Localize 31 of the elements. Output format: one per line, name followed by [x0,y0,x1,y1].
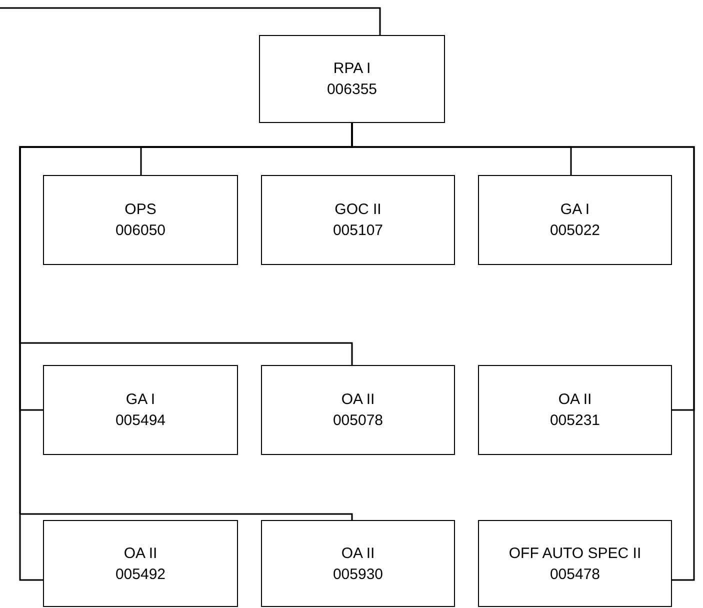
position-number: 005078 [332,411,384,431]
position-title: OFF AUTO SPEC II [508,544,642,564]
position-box [261,175,455,265]
position-box [261,365,455,455]
position-box [478,175,672,265]
position-title: RPA I [333,59,371,79]
position-number: 006355 [326,80,378,100]
position-box [43,175,238,265]
connector-line [0,7,381,35]
position-number: 005930 [332,564,384,584]
position-box [478,520,672,607]
position-title: GOC II [334,200,382,220]
position-box [43,520,238,607]
position-title: OA II [124,544,158,564]
position-title: OA II [341,544,375,564]
position-title: GA I [560,200,590,220]
position-number: 005492 [115,564,166,584]
position-title: OA II [558,390,592,410]
position-number: 006050 [115,221,166,241]
position-title: OPS [124,200,156,220]
position-title: OA II [341,390,375,410]
position-number: 005478 [550,564,600,584]
position-title: GA I [126,390,156,410]
position-box [261,520,455,607]
position-number: 005107 [332,221,384,241]
position-box [478,365,672,455]
position-box [259,35,445,123]
position-number: 005231 [550,411,600,431]
position-number: 005022 [550,221,600,241]
position-number: 005494 [115,411,166,431]
position-box [43,365,238,455]
